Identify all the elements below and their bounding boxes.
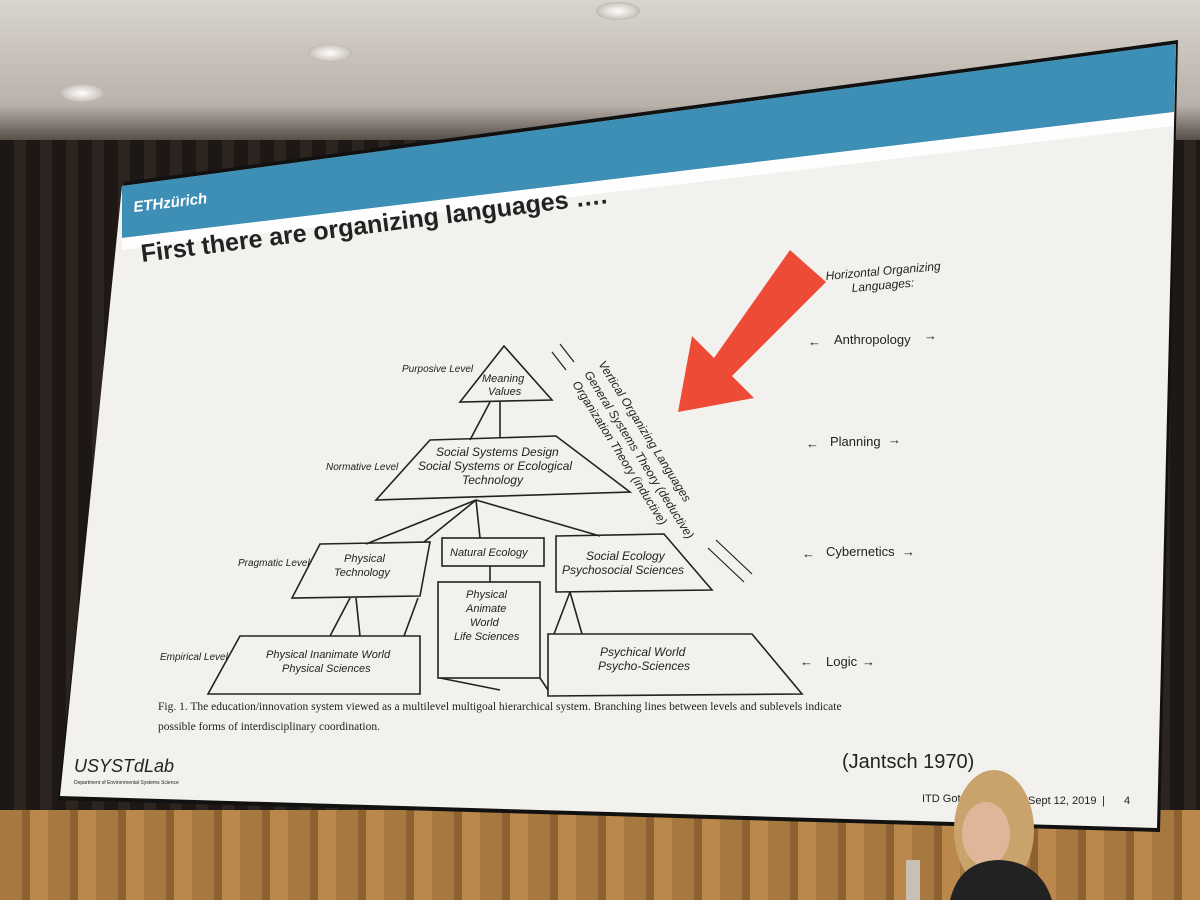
level-empirical-label: Empirical Level bbox=[160, 652, 229, 663]
arrow-left-icon: ← bbox=[808, 334, 821, 349]
arrow-left-icon: ← bbox=[802, 546, 815, 561]
slide-surface bbox=[60, 44, 1176, 828]
level-purposive-label: Purposive Level bbox=[402, 364, 474, 375]
level-normative-label: Normative Level bbox=[326, 462, 399, 473]
hierarchy-diagram bbox=[206, 344, 804, 697]
level-pragmatic-label: Pragmatic Level bbox=[238, 558, 310, 569]
animate-line-1: Physical bbox=[466, 589, 508, 601]
animate-line-3: World bbox=[470, 617, 500, 629]
arrow-right-icon: → bbox=[924, 328, 937, 343]
horizontal-title-line-2: Languages: bbox=[851, 276, 915, 295]
values-label: Values bbox=[488, 386, 522, 398]
arrow-right-icon: → bbox=[862, 654, 875, 669]
animate-world-box bbox=[437, 581, 541, 679]
physical-technology-line-2: Technology bbox=[334, 567, 391, 579]
meaning-label: Meaning bbox=[482, 373, 525, 385]
animate-line-2: Animate bbox=[465, 603, 506, 615]
footer-separator: | bbox=[1102, 795, 1105, 807]
inanimate-line-1: Physical Inanimate World bbox=[266, 649, 391, 661]
natural-ecology-box bbox=[441, 537, 545, 567]
physical-technology-box bbox=[290, 541, 431, 599]
arrow-left-icon: ← bbox=[806, 436, 819, 451]
natural-ecology-label: Natural Ecology bbox=[450, 547, 529, 559]
horizontal-planning: Planning bbox=[830, 434, 881, 449]
figure-caption-line-2: possible forms of interdisciplinary coor… bbox=[158, 721, 380, 733]
normative-line-2: Social Systems or Ecological bbox=[418, 459, 572, 473]
normative-line-3: Technology bbox=[462, 473, 524, 487]
social-ecology-line-2: Psychosocial Sciences bbox=[562, 563, 684, 577]
horizontal-cybernetics: Cybernetics bbox=[826, 544, 895, 559]
red-arrow-icon bbox=[678, 250, 826, 412]
arrow-right-icon: → bbox=[888, 432, 901, 447]
speaker bbox=[906, 770, 1052, 900]
footer-event: ITD Got bbox=[922, 793, 961, 805]
social-ecology-line-1: Social Ecology bbox=[586, 549, 666, 563]
psychical-line-1: Psychical World bbox=[600, 645, 686, 659]
horizontal-logic: Logic bbox=[826, 654, 858, 669]
physical-technology-line-1: Physical bbox=[344, 553, 386, 565]
footer-dept: Department of Environmental Systems Scie… bbox=[74, 780, 179, 786]
arrow-right-icon: → bbox=[902, 544, 915, 559]
header-bar bbox=[122, 44, 1176, 238]
arrow-left-icon: ← bbox=[800, 654, 813, 669]
vertical-arrows-icon bbox=[551, 343, 753, 583]
social-ecology-box bbox=[555, 533, 714, 593]
water-bottle bbox=[906, 860, 920, 900]
normative-line-1: Social Systems Design bbox=[436, 445, 559, 459]
inanimate-line-2: Physical Sciences bbox=[282, 663, 371, 675]
figure-caption-line-1: Fig. 1. The education/innovation system … bbox=[158, 701, 842, 713]
meaning-triangle bbox=[458, 344, 554, 403]
psychical-line-2: Psycho-Sciences bbox=[598, 659, 690, 673]
normative-trapezoid bbox=[374, 435, 633, 501]
usys-logo: USYSTdLab bbox=[74, 756, 174, 776]
footer-date: Sept 12, 2019 bbox=[1028, 795, 1097, 807]
psychical-world-box bbox=[547, 633, 804, 697]
horizontal-anthropology: Anthropology bbox=[834, 332, 911, 347]
ceiling-light-2 bbox=[308, 44, 352, 62]
animate-line-4: Life Sciences bbox=[454, 631, 520, 643]
citation: (Jantsch 1970) bbox=[842, 751, 974, 773]
ceiling-light-3 bbox=[596, 2, 640, 20]
ceiling-light-1 bbox=[60, 84, 104, 102]
footer-page-number: 4 bbox=[1124, 795, 1130, 807]
